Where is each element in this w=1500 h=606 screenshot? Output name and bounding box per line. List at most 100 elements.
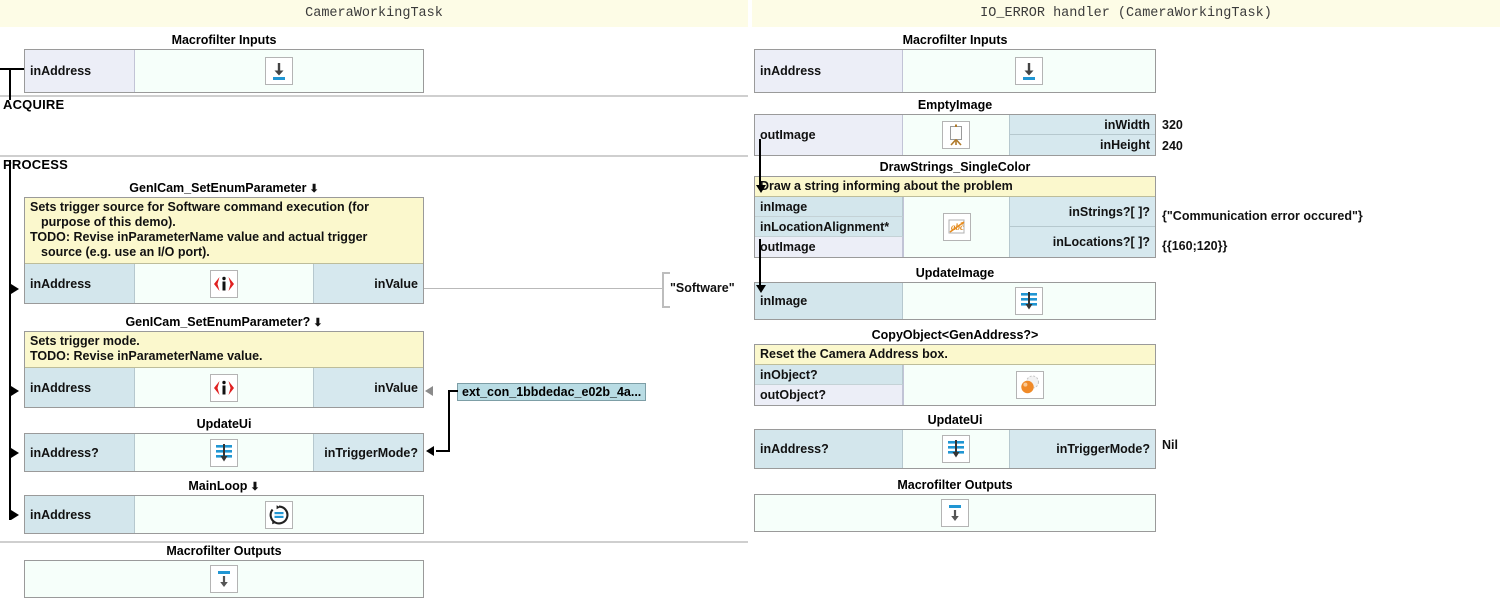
block-updateui-right[interactable]: UpdateUi inAddress? inTriggerMode? xyxy=(754,412,1178,469)
macrofilter-output-icon xyxy=(210,565,238,593)
block-emptyimage[interactable]: EmptyImage outImage inWid xyxy=(754,97,1183,156)
section-label-acquire: ACQUIRE xyxy=(3,97,65,112)
block-drawstrings[interactable]: DrawStrings_SingleColor Draw a string in… xyxy=(754,159,1363,258)
block-updateui-left[interactable]: UpdateUi inAddress? inTriggerMode? xyxy=(24,416,424,472)
icon-cell-mfout-left xyxy=(25,561,423,597)
prop-cell-intriggermode-updateui-right[interactable]: inTriggerMode? xyxy=(1009,430,1155,468)
prop-cell-inwidth[interactable]: inWidth xyxy=(1009,115,1155,136)
block-title-copyobject: CopyObject<GenAddress?> xyxy=(871,328,1039,342)
block-genicam-setenumparameter-2[interactable]: GenICam_SetEnumParameter? ⬇ Sets trigger… xyxy=(24,314,424,408)
value-label-software: "Software" xyxy=(670,281,735,295)
port-cell-inaddress-updateui-right[interactable]: inAddress? xyxy=(755,430,903,468)
block-copyobject[interactable]: CopyObject<GenAddress?> Reset the Camera… xyxy=(754,327,1156,406)
macrofilter-inputs-box-right[interactable]: inAddress xyxy=(754,49,1156,93)
block-box-updateui-left[interactable]: inAddress? inTriggerMode? xyxy=(24,433,424,472)
macrofilter-inputs-box-left[interactable]: inAddress xyxy=(24,49,424,93)
genicam-icon xyxy=(210,373,238,402)
icon-cell-updateui-right xyxy=(903,430,1009,468)
prop-cell-invalue-genicam-2[interactable]: inValue xyxy=(313,368,423,407)
port-cell-inimage-drawstrings[interactable]: inImage xyxy=(755,197,903,217)
extcon-arrow-intriggermode xyxy=(426,446,434,456)
macrofilter-outputs-block-right[interactable]: Macrofilter Outputs xyxy=(754,477,1156,532)
block-updateimage[interactable]: UpdateImage inImage xyxy=(754,265,1156,320)
conn-arrow-genicam-1 xyxy=(11,284,19,294)
dropdown-marker-icon-2[interactable]: ⬇ xyxy=(310,317,323,329)
block-box-emptyimage[interactable]: outImage inWidth inHeight xyxy=(754,114,1156,156)
block-title-updateui-left: UpdateUi xyxy=(196,417,252,431)
empty-image-icon xyxy=(942,121,970,149)
port-cell-outobject-copyobject[interactable]: outObject? xyxy=(755,385,903,405)
copy-object-icon xyxy=(1015,371,1044,399)
prop-cell-inlocations[interactable]: inLocations?[ ]? xyxy=(1009,227,1155,257)
left-panel-title: CameraWorkingTask xyxy=(0,0,748,27)
conn-arrow-updateui-left xyxy=(11,448,19,458)
block-box-copyobject[interactable]: Reset the Camera Address box. inObject? … xyxy=(754,344,1156,406)
block-title-updateimage: UpdateImage xyxy=(915,266,995,280)
loop-icon xyxy=(265,500,293,529)
macrofilter-inputs-block-left[interactable]: Macrofilter Inputs inAddress xyxy=(24,32,424,93)
port-cell-inobject-copyobject[interactable]: inObject? xyxy=(755,365,903,385)
prop-value-inheight: 240 xyxy=(1162,139,1183,153)
prop-cell-instrings[interactable]: inStrings?[ ]? xyxy=(1009,197,1155,227)
port-cell-outimage-drawstrings[interactable]: outImage xyxy=(755,237,903,257)
icon-cell-emptyimage xyxy=(903,115,1009,155)
block-box-updateimage[interactable]: inImage xyxy=(754,282,1156,320)
port-cell-inaddress-genicam-1[interactable]: inAddress xyxy=(25,264,135,303)
dropdown-marker-icon-3[interactable]: ⬇ xyxy=(247,481,260,493)
macrofilter-input-icon xyxy=(1015,57,1043,85)
macrofilter-inputs-block-right[interactable]: Macrofilter Inputs inAddress xyxy=(754,32,1156,93)
block-title-emptyimage: EmptyImage xyxy=(917,98,993,112)
macrofilter-inputs-title-left: Macrofilter Inputs xyxy=(171,33,277,47)
prop-value-inlocations: {{160;120}} xyxy=(1162,239,1228,253)
block-box-genicam-2[interactable]: Sets trigger mode. TODO: Revise inParame… xyxy=(24,331,424,408)
block-comment-copyobject: Reset the Camera Address box. xyxy=(755,345,1155,365)
genicam-icon xyxy=(210,269,238,298)
icon-cell-updateui-left xyxy=(135,434,313,471)
update-ui-icon xyxy=(210,438,238,467)
icon-cell-genicam-1 xyxy=(135,264,313,303)
flow-spine-process xyxy=(9,160,11,520)
macrofilter-outputs-box-right[interactable] xyxy=(754,494,1156,532)
value-bracket-software xyxy=(662,272,670,308)
macrofilter-outputs-block-left[interactable]: Macrofilter Outputs xyxy=(24,543,424,598)
icon-cell-mainloop xyxy=(135,496,423,533)
block-box-drawstrings[interactable]: Draw a string informing about the proble… xyxy=(754,176,1156,258)
prop-value-instrings: {"Communication error occured"} xyxy=(1162,209,1363,223)
prop-value-inwidth: 320 xyxy=(1162,118,1183,132)
prop-cell-intriggermode-updateui-left[interactable]: inTriggerMode? xyxy=(313,434,423,471)
block-comment-genicam-2: Sets trigger mode. TODO: Revise inParame… xyxy=(25,332,423,368)
draw-strings-icon: abc xyxy=(942,213,971,241)
port-cell-inaddress-genicam-2[interactable]: inAddress xyxy=(25,368,135,407)
conn-arrow-mainloop xyxy=(11,510,19,520)
dropdown-marker-icon[interactable]: ⬇ xyxy=(306,183,319,195)
block-box-genicam-1[interactable]: Sets trigger source for Software command… xyxy=(24,197,424,304)
macrofilter-outputs-box-left[interactable] xyxy=(24,560,424,598)
macrofilter-outputs-title-right: Macrofilter Outputs xyxy=(897,478,1013,492)
macrofilter-inputs-title-right: Macrofilter Inputs xyxy=(902,33,1008,47)
block-title-genicam-1: GenICam_SetEnumParameter ⬇ xyxy=(129,181,319,195)
icon-cell-mfout-right xyxy=(755,495,1155,531)
port-cell-inlocationalignment-drawstrings[interactable]: inLocationAlignment* xyxy=(755,217,903,237)
prop-cell-inheight[interactable]: inHeight xyxy=(1009,135,1155,155)
port-cell-inaddress-updateui-left[interactable]: inAddress? xyxy=(25,434,135,471)
block-mainloop[interactable]: MainLoop ⬇ inAddress xyxy=(24,478,424,534)
macrofilter-output-icon xyxy=(941,499,969,527)
port-cell-outimage-emptyimage[interactable]: outImage xyxy=(755,115,903,155)
right-panel-io-error-handler: IO_ERROR handler (CameraWorkingTask) Mac… xyxy=(752,0,1500,606)
update-image-icon xyxy=(1015,287,1043,315)
icon-cell-mfin-right xyxy=(903,50,1155,92)
port-cell-inaddress-mfin-right[interactable]: inAddress xyxy=(755,50,903,92)
block-genicam-setenumparameter-1[interactable]: GenICam_SetEnumParameter ⬇ Sets trigger … xyxy=(24,180,424,304)
port-cell-inaddress-mainloop[interactable]: inAddress xyxy=(25,496,135,533)
block-title-updateui-right: UpdateUi xyxy=(927,413,983,427)
port-cell-inaddress-mfin-left[interactable]: inAddress xyxy=(25,50,135,92)
extcon-wire-top xyxy=(448,390,458,392)
extcon-wire-bottom xyxy=(436,450,450,452)
external-connection-box[interactable]: ext_con_1bbdedac_e02b_4a... xyxy=(457,383,647,401)
block-title-mainloop: MainLoop ⬇ xyxy=(188,479,260,493)
block-box-updateui-right[interactable]: inAddress? inTriggerMode? xyxy=(754,429,1156,469)
prop-cell-invalue-genicam-1[interactable]: inValue xyxy=(313,264,423,303)
block-box-mainloop[interactable]: inAddress xyxy=(24,495,424,534)
port-cell-inimage-updateimage[interactable]: inImage xyxy=(755,283,903,319)
